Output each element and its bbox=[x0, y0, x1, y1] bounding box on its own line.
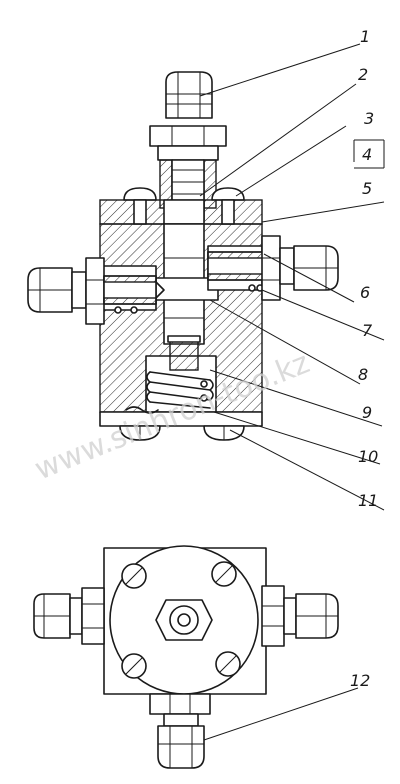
top-cover bbox=[99, 187, 263, 225]
leader-lines bbox=[199, 43, 385, 511]
callout-8: 8 bbox=[358, 365, 368, 384]
callout-3: 3 bbox=[364, 109, 374, 128]
top-view bbox=[33, 545, 359, 769]
callout-4: 4 bbox=[362, 145, 372, 164]
callout-9: 9 bbox=[362, 403, 372, 422]
callout-11: 11 bbox=[358, 491, 378, 510]
section-view bbox=[27, 71, 339, 441]
left-fitting bbox=[27, 257, 165, 325]
bottom-plate bbox=[99, 406, 263, 441]
callout-12: 12 bbox=[350, 671, 370, 690]
callout-7: 7 bbox=[362, 321, 373, 340]
callout-6: 6 bbox=[360, 283, 370, 302]
callout-numbers: 1 2 3 4 5 6 7 8 9 10 11 12 bbox=[350, 27, 378, 690]
callout-10: 10 bbox=[358, 447, 378, 466]
callout-1: 1 bbox=[360, 27, 370, 46]
right-fitting bbox=[207, 235, 339, 301]
callout-2: 2 bbox=[358, 65, 368, 84]
callout-5: 5 bbox=[362, 179, 372, 198]
